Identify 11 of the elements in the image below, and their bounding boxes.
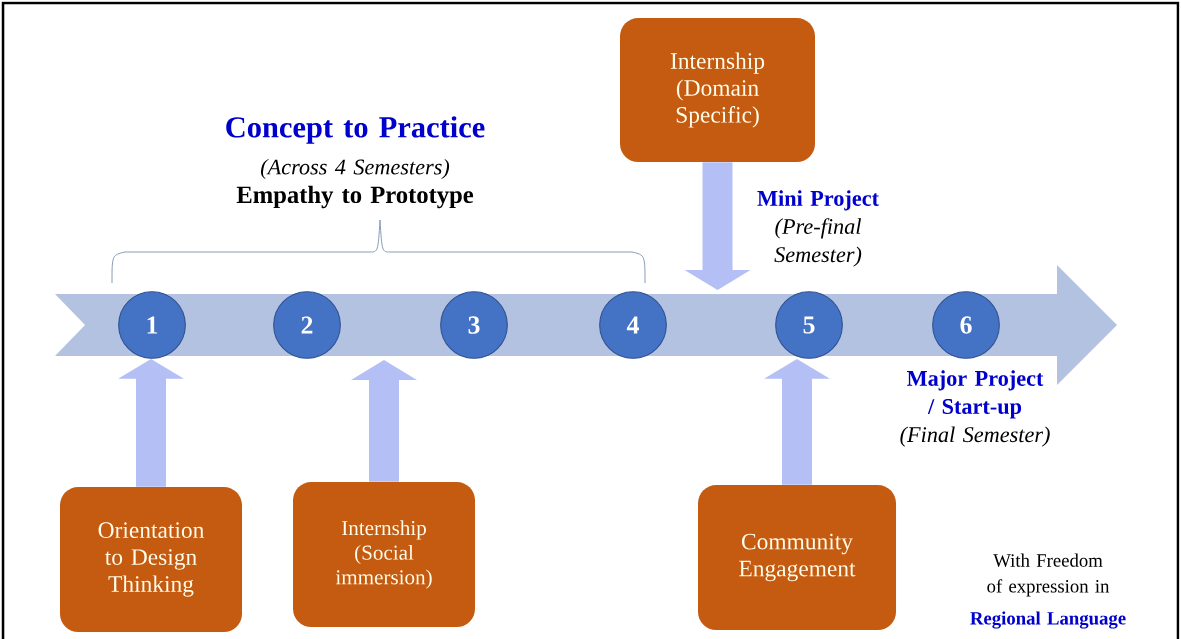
section-title: Concept to Practice <box>226 116 485 144</box>
subtitle: (Across 4 Semesters) <box>261 158 450 180</box>
note: With Freedom of expression in <box>987 553 1110 597</box>
stage-box: Internship (Domain Specific) <box>620 18 815 162</box>
stage-box: Internship (Social immersion) <box>293 482 475 627</box>
stage-box: Orientation to Design Thinking <box>60 487 242 632</box>
step-caption: Mini Project (Pre-final Semester) <box>757 190 879 267</box>
subtitle: Empathy to Prototype <box>236 185 474 209</box>
note: Regional Language <box>970 611 1126 629</box>
step-caption: Major Project / Start-up (Final Semester) <box>900 370 1050 447</box>
stage-box: Community Engagement <box>698 485 896 630</box>
